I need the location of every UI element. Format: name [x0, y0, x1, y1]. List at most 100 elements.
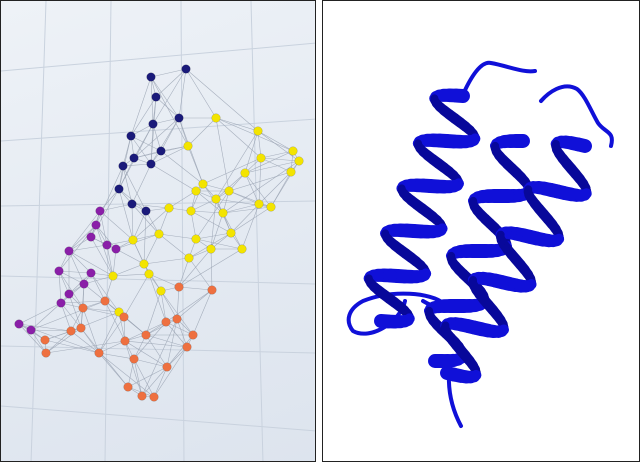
graph-edge [131, 203, 134, 241]
graph-edge [133, 358, 168, 368]
graph-edge [230, 206, 272, 234]
graph-node-orange [94, 348, 104, 358]
graph-node-yellow [286, 167, 296, 177]
graph-node-purple [54, 266, 64, 276]
graph-node-yellow [191, 234, 201, 244]
graph-node-purple [79, 279, 89, 289]
graph-edge [68, 293, 82, 329]
graph-edge [82, 307, 120, 313]
graph-edge [106, 239, 134, 246]
graph-edge [178, 248, 212, 288]
graph-edge [260, 157, 300, 162]
graph-edge [45, 340, 126, 354]
graph-edge [190, 210, 197, 240]
graph-edge [60, 302, 72, 332]
graph-node-yellow [254, 199, 264, 209]
graph-node-orange [123, 382, 133, 392]
graph-edge [68, 244, 108, 252]
graph-edge [230, 203, 260, 234]
graph-node-orange [172, 314, 182, 324]
graph-edge [160, 150, 204, 185]
graph-node-navy [151, 92, 161, 102]
graph-node-yellow [184, 253, 194, 263]
graph-node-yellow [253, 126, 263, 136]
graph-node-yellow [226, 228, 236, 238]
graph-edge [195, 232, 232, 240]
graph-edge [244, 130, 259, 174]
graph-edge [18, 302, 62, 325]
graph-edge [124, 340, 168, 368]
graph-node-purple [14, 319, 24, 329]
graph-edge [133, 358, 143, 397]
graph-node-purple [102, 240, 112, 250]
graph-edge [133, 321, 167, 360]
graph-edge [68, 250, 92, 274]
graph-edge [215, 117, 259, 132]
graph-edge [190, 210, 232, 234]
graph-node-orange [174, 282, 184, 292]
graph-edge [166, 318, 178, 368]
graph-edge [127, 366, 168, 388]
graph-node-orange [161, 317, 171, 327]
graph-edge [145, 290, 162, 336]
graph-edge [195, 190, 224, 214]
graph-node-orange [141, 330, 151, 340]
helix-1 [363, 88, 481, 329]
graph-node-navy [126, 131, 136, 141]
graph-edge [99, 188, 120, 212]
graph-edge [58, 270, 85, 285]
graph-edge [90, 188, 120, 238]
graph-edge [132, 207, 170, 241]
graph-node-yellow [294, 156, 304, 166]
graph-node-yellow [211, 194, 221, 204]
graph-edge [190, 210, 224, 214]
graph-edge [153, 346, 188, 398]
graph-edge [165, 321, 188, 348]
graph-edge [68, 250, 85, 285]
graph-edge [187, 145, 204, 185]
graph-edge [70, 307, 84, 332]
graph-edge [83, 283, 106, 302]
graph-node-yellow [139, 259, 149, 269]
graph-edge [257, 130, 294, 152]
graph-node-purple [86, 268, 96, 278]
graph-edge [118, 188, 134, 241]
graph-edge [133, 334, 147, 360]
graph-edge [150, 76, 180, 119]
graph-edge [148, 273, 167, 323]
graph-edge [210, 212, 224, 250]
graph-edge [106, 244, 114, 277]
graph-node-navy [156, 146, 166, 156]
graph-edge [90, 272, 120, 313]
graph-edge [176, 318, 188, 348]
graph-edge [176, 289, 213, 320]
graph-edge [188, 257, 213, 291]
graph-edge [152, 68, 187, 125]
graph-node-yellow [266, 202, 276, 212]
graph-edge [95, 224, 117, 250]
graph-edge [95, 224, 114, 277]
graph-node-orange [40, 335, 50, 345]
graph-edge [210, 198, 217, 250]
graph-edge [58, 224, 97, 272]
helix-ribbons [346, 60, 614, 428]
graph-edge [99, 203, 133, 212]
graph-edge [30, 329, 72, 332]
grid-line [1, 405, 315, 432]
graph-edge [98, 340, 126, 354]
top-loop-right [539, 84, 614, 148]
graph-node-navy [127, 199, 137, 209]
graph-edge [124, 340, 143, 397]
graph-edge [130, 135, 152, 165]
graph-edge [60, 302, 82, 329]
graph-edge [90, 272, 106, 302]
graph-node-orange [100, 296, 110, 306]
graph-edge [18, 323, 72, 332]
graph-edge [244, 160, 300, 174]
graph-edge [130, 135, 162, 152]
graph-node-orange [182, 342, 192, 352]
graph-edge [158, 207, 170, 235]
graph-edge [122, 165, 133, 205]
graph-edge [141, 366, 168, 397]
graph-edge [68, 210, 101, 252]
